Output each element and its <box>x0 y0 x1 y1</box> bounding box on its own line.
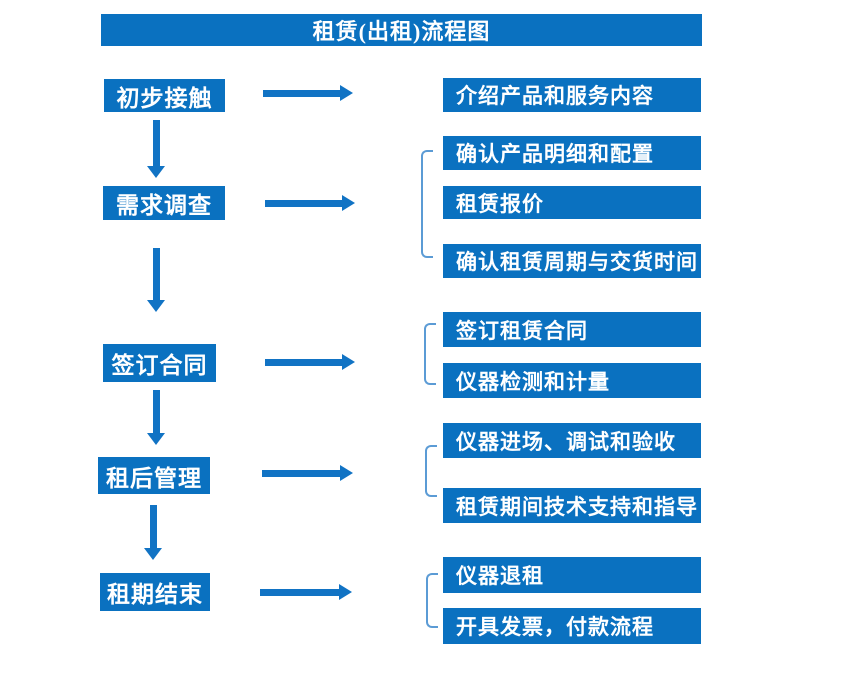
right-arrowhead-icon <box>339 584 352 600</box>
right-arrowhead-icon <box>340 85 353 101</box>
down-arrowhead-icon <box>144 548 162 560</box>
output-box-rental-quote: 租赁报价 <box>443 186 701 219</box>
stage-box-lease-end: 租期结束 <box>100 573 210 611</box>
output-box-tech-support: 租赁期间技术支持和指导 <box>443 488 701 523</box>
output-box-instrument-setup: 仪器进场、调试和验收 <box>443 423 701 458</box>
down-arrowhead-icon <box>147 433 165 445</box>
group-bracket <box>426 573 438 628</box>
group-bracket <box>421 150 433 258</box>
down-arrow-icon <box>153 390 160 433</box>
output-box-instrument-testing: 仪器检测和计量 <box>443 363 701 398</box>
right-arrow-icon <box>260 589 339 596</box>
output-box-confirm-details: 确认产品明细和配置 <box>443 136 701 170</box>
down-arrowhead-icon <box>147 300 165 312</box>
output-box-introduce-products: 介绍产品和服务内容 <box>443 78 701 112</box>
right-arrow-icon <box>262 470 340 477</box>
stage-box-post-rental: 租后管理 <box>98 457 210 494</box>
stage-box-demand-survey: 需求调查 <box>103 186 225 220</box>
stage-box-initial-contact: 初步接触 <box>104 79 225 112</box>
down-arrow-icon <box>153 248 160 300</box>
output-box-invoice-payment: 开具发票，付款流程 <box>443 608 701 644</box>
flowchart-title: 租赁(出租)流程图 <box>101 14 702 46</box>
right-arrow-icon <box>265 200 342 207</box>
down-arrowhead-icon <box>147 166 165 178</box>
group-bracket <box>425 445 437 497</box>
right-arrowhead-icon <box>342 195 355 211</box>
right-arrowhead-icon <box>342 354 355 370</box>
group-bracket <box>424 323 436 385</box>
output-box-confirm-period: 确认租赁周期与交货时间 <box>443 244 701 278</box>
right-arrow-icon <box>263 90 340 97</box>
output-box-instrument-return: 仪器退租 <box>443 557 701 593</box>
right-arrow-icon <box>265 359 342 366</box>
down-arrow-icon <box>150 505 157 548</box>
output-box-sign-lease-contract: 签订租赁合同 <box>443 312 701 347</box>
stage-box-sign-contract: 签订合同 <box>103 344 216 382</box>
down-arrow-icon <box>153 120 160 166</box>
right-arrowhead-icon <box>340 465 353 481</box>
